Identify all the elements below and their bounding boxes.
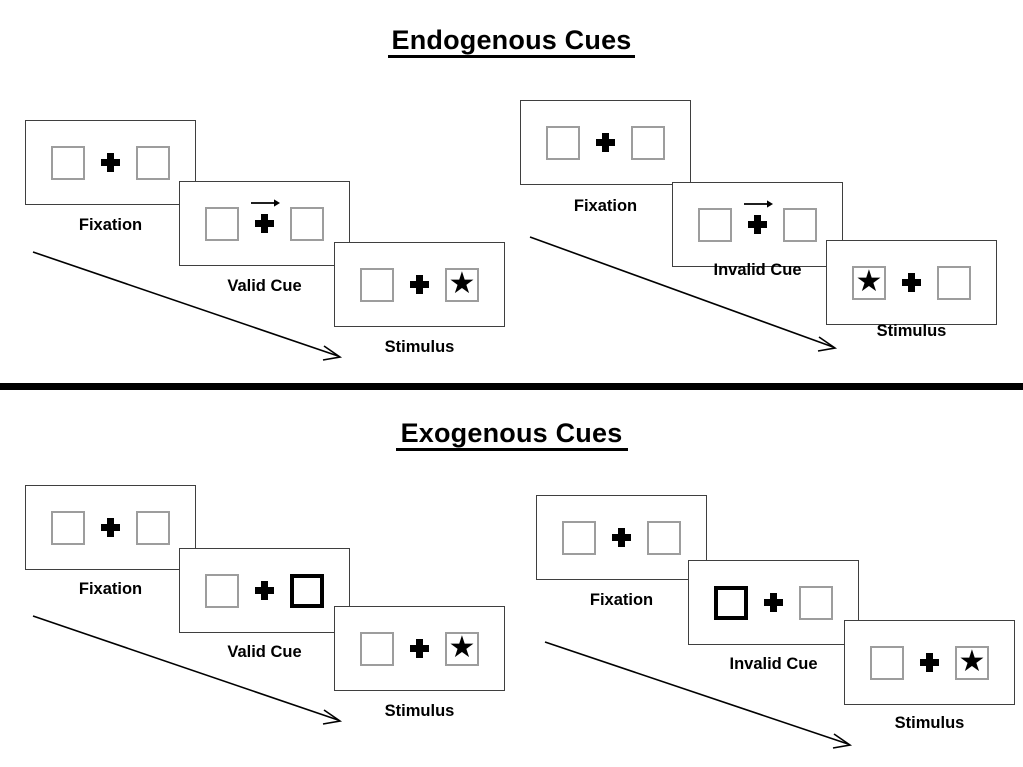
time-flow-arrow-endogenous-valid — [32, 250, 348, 370]
fixation-cross-icon — [255, 581, 274, 600]
star-icon: ★ — [448, 266, 476, 300]
right-placeholder-box — [631, 125, 665, 160]
frame-content: ★ — [845, 644, 1014, 680]
left-placeholder-box — [870, 645, 904, 680]
caption-exogenous-valid-cue: Valid Cue — [227, 643, 302, 661]
frame-exogenous-valid-cue — [179, 548, 350, 633]
frame-exogenous-invalid-fixation — [536, 495, 707, 580]
fixation-cross-icon — [596, 133, 615, 152]
frame-endogenous-valid-fixation — [25, 120, 196, 205]
frame-content — [673, 200, 842, 242]
fixation-cross-icon — [612, 528, 631, 547]
fixation-cross-icon — [410, 639, 429, 658]
frame-content — [180, 573, 349, 608]
section-divider — [0, 383, 1023, 390]
arrow-cue-right-icon — [250, 198, 280, 208]
caption-exogenous-invalid-stimulus: Stimulus — [894, 714, 965, 732]
left-placeholder-box — [205, 573, 239, 608]
left-placeholder-box — [546, 125, 580, 160]
left-placeholder-box — [205, 206, 239, 241]
right-placeholder-box — [290, 206, 324, 241]
right-placeholder-box — [783, 207, 817, 242]
star-icon: ★ — [855, 264, 883, 298]
frame-exogenous-valid-fixation — [25, 485, 196, 570]
fixation-cross-icon — [101, 518, 120, 537]
right-stimulus-box: ★ — [955, 644, 989, 680]
arrow-cue-right-icon — [743, 199, 773, 209]
frame-exogenous-invalid-cue — [688, 560, 859, 645]
left-placeholder-box — [360, 631, 394, 666]
frame-content: ★ — [827, 264, 996, 300]
left-placeholder-box — [698, 207, 732, 242]
caption-endogenous-invalid-stimulus: Stimulus — [876, 322, 947, 340]
left-cued-box — [714, 585, 748, 620]
caption-exogenous-invalid-cue: Invalid Cue — [729, 655, 818, 673]
right-placeholder-box — [647, 520, 681, 555]
fixation-cross-icon — [920, 653, 939, 672]
left-placeholder-box — [51, 510, 85, 545]
frame-content: ★ — [335, 266, 504, 302]
caption-exogenous-valid-fixation: Fixation — [78, 580, 143, 598]
left-placeholder-box — [562, 520, 596, 555]
fixation-cross-icon — [101, 153, 120, 172]
frame-content — [180, 199, 349, 241]
caption-exogenous-valid-stimulus: Stimulus — [384, 702, 455, 720]
caption-exogenous-invalid-fixation: Fixation — [589, 591, 654, 609]
right-placeholder-box — [937, 265, 971, 300]
fixation-cross-icon — [902, 273, 921, 292]
fixation-cross-icon — [764, 593, 783, 612]
caption-endogenous-invalid-fixation: Fixation — [573, 197, 638, 215]
left-placeholder-box — [360, 267, 394, 302]
caption-endogenous-valid-fixation: Fixation — [78, 216, 143, 234]
frame-exogenous-invalid-stimulus: ★ — [844, 620, 1015, 705]
frame-endogenous-invalid-cue — [672, 182, 843, 267]
fixation-cross-icon — [410, 275, 429, 294]
frame-content — [26, 145, 195, 180]
caption-endogenous-valid-cue: Valid Cue — [227, 277, 302, 295]
frame-content: ★ — [335, 630, 504, 666]
frame-content — [689, 585, 858, 620]
star-icon: ★ — [448, 630, 476, 664]
caption-endogenous-invalid-cue: Invalid Cue — [713, 261, 802, 279]
frame-content — [521, 125, 690, 160]
right-cued-box — [290, 573, 324, 608]
caption-endogenous-valid-stimulus: Stimulus — [384, 338, 455, 356]
frame-exogenous-valid-stimulus: ★ — [334, 606, 505, 691]
right-placeholder-box — [799, 585, 833, 620]
star-icon: ★ — [958, 644, 986, 678]
frame-content — [26, 510, 195, 545]
left-stimulus-box: ★ — [852, 264, 886, 300]
right-placeholder-box — [136, 510, 170, 545]
fixation-cross-icon — [743, 200, 773, 234]
fixation-cross-icon — [250, 199, 280, 233]
right-stimulus-box: ★ — [445, 630, 479, 666]
frame-endogenous-valid-cue — [179, 181, 350, 266]
frame-content — [537, 520, 706, 555]
section-title-exogenous: Exogenous Cues — [395, 419, 628, 452]
frame-endogenous-invalid-fixation — [520, 100, 691, 185]
frame-endogenous-invalid-stimulus: ★ — [826, 240, 997, 325]
section-title-endogenous: Endogenous Cues — [388, 26, 635, 59]
right-stimulus-box: ★ — [445, 266, 479, 302]
frame-endogenous-valid-stimulus: ★ — [334, 242, 505, 327]
right-placeholder-box — [136, 145, 170, 180]
left-placeholder-box — [51, 145, 85, 180]
